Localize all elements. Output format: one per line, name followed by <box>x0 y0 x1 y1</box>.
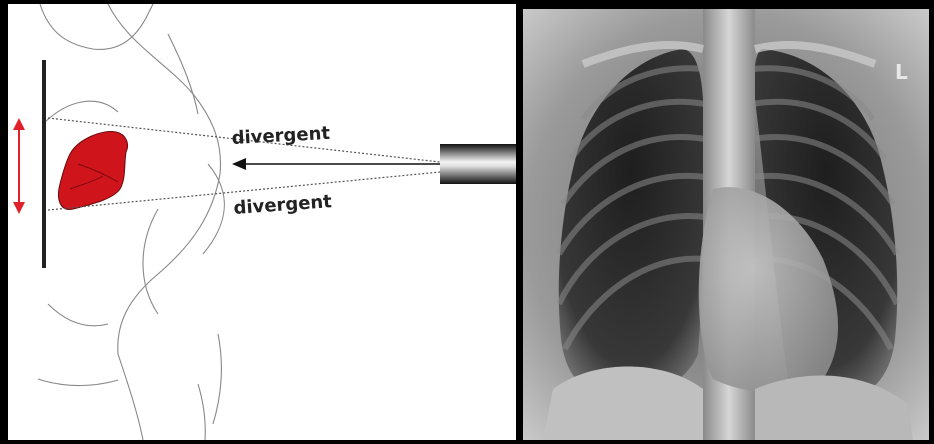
body-outline <box>38 4 224 440</box>
detector-plate <box>42 60 46 268</box>
divergent-label-lower: divergent <box>233 191 333 219</box>
pa-projection-diagram: divergent divergent <box>8 4 516 440</box>
side-marker-l: L <box>895 60 908 84</box>
heart-shape <box>59 131 128 209</box>
magnification-arrow <box>13 118 25 214</box>
divergent-label-upper: divergent <box>231 123 331 149</box>
xray-canvas: L <box>523 9 929 440</box>
diagram-canvas: divergent divergent <box>8 4 516 440</box>
central-ray-arrow <box>232 158 440 170</box>
chest-xray-image: L <box>523 9 929 440</box>
xray-tube <box>440 144 516 184</box>
